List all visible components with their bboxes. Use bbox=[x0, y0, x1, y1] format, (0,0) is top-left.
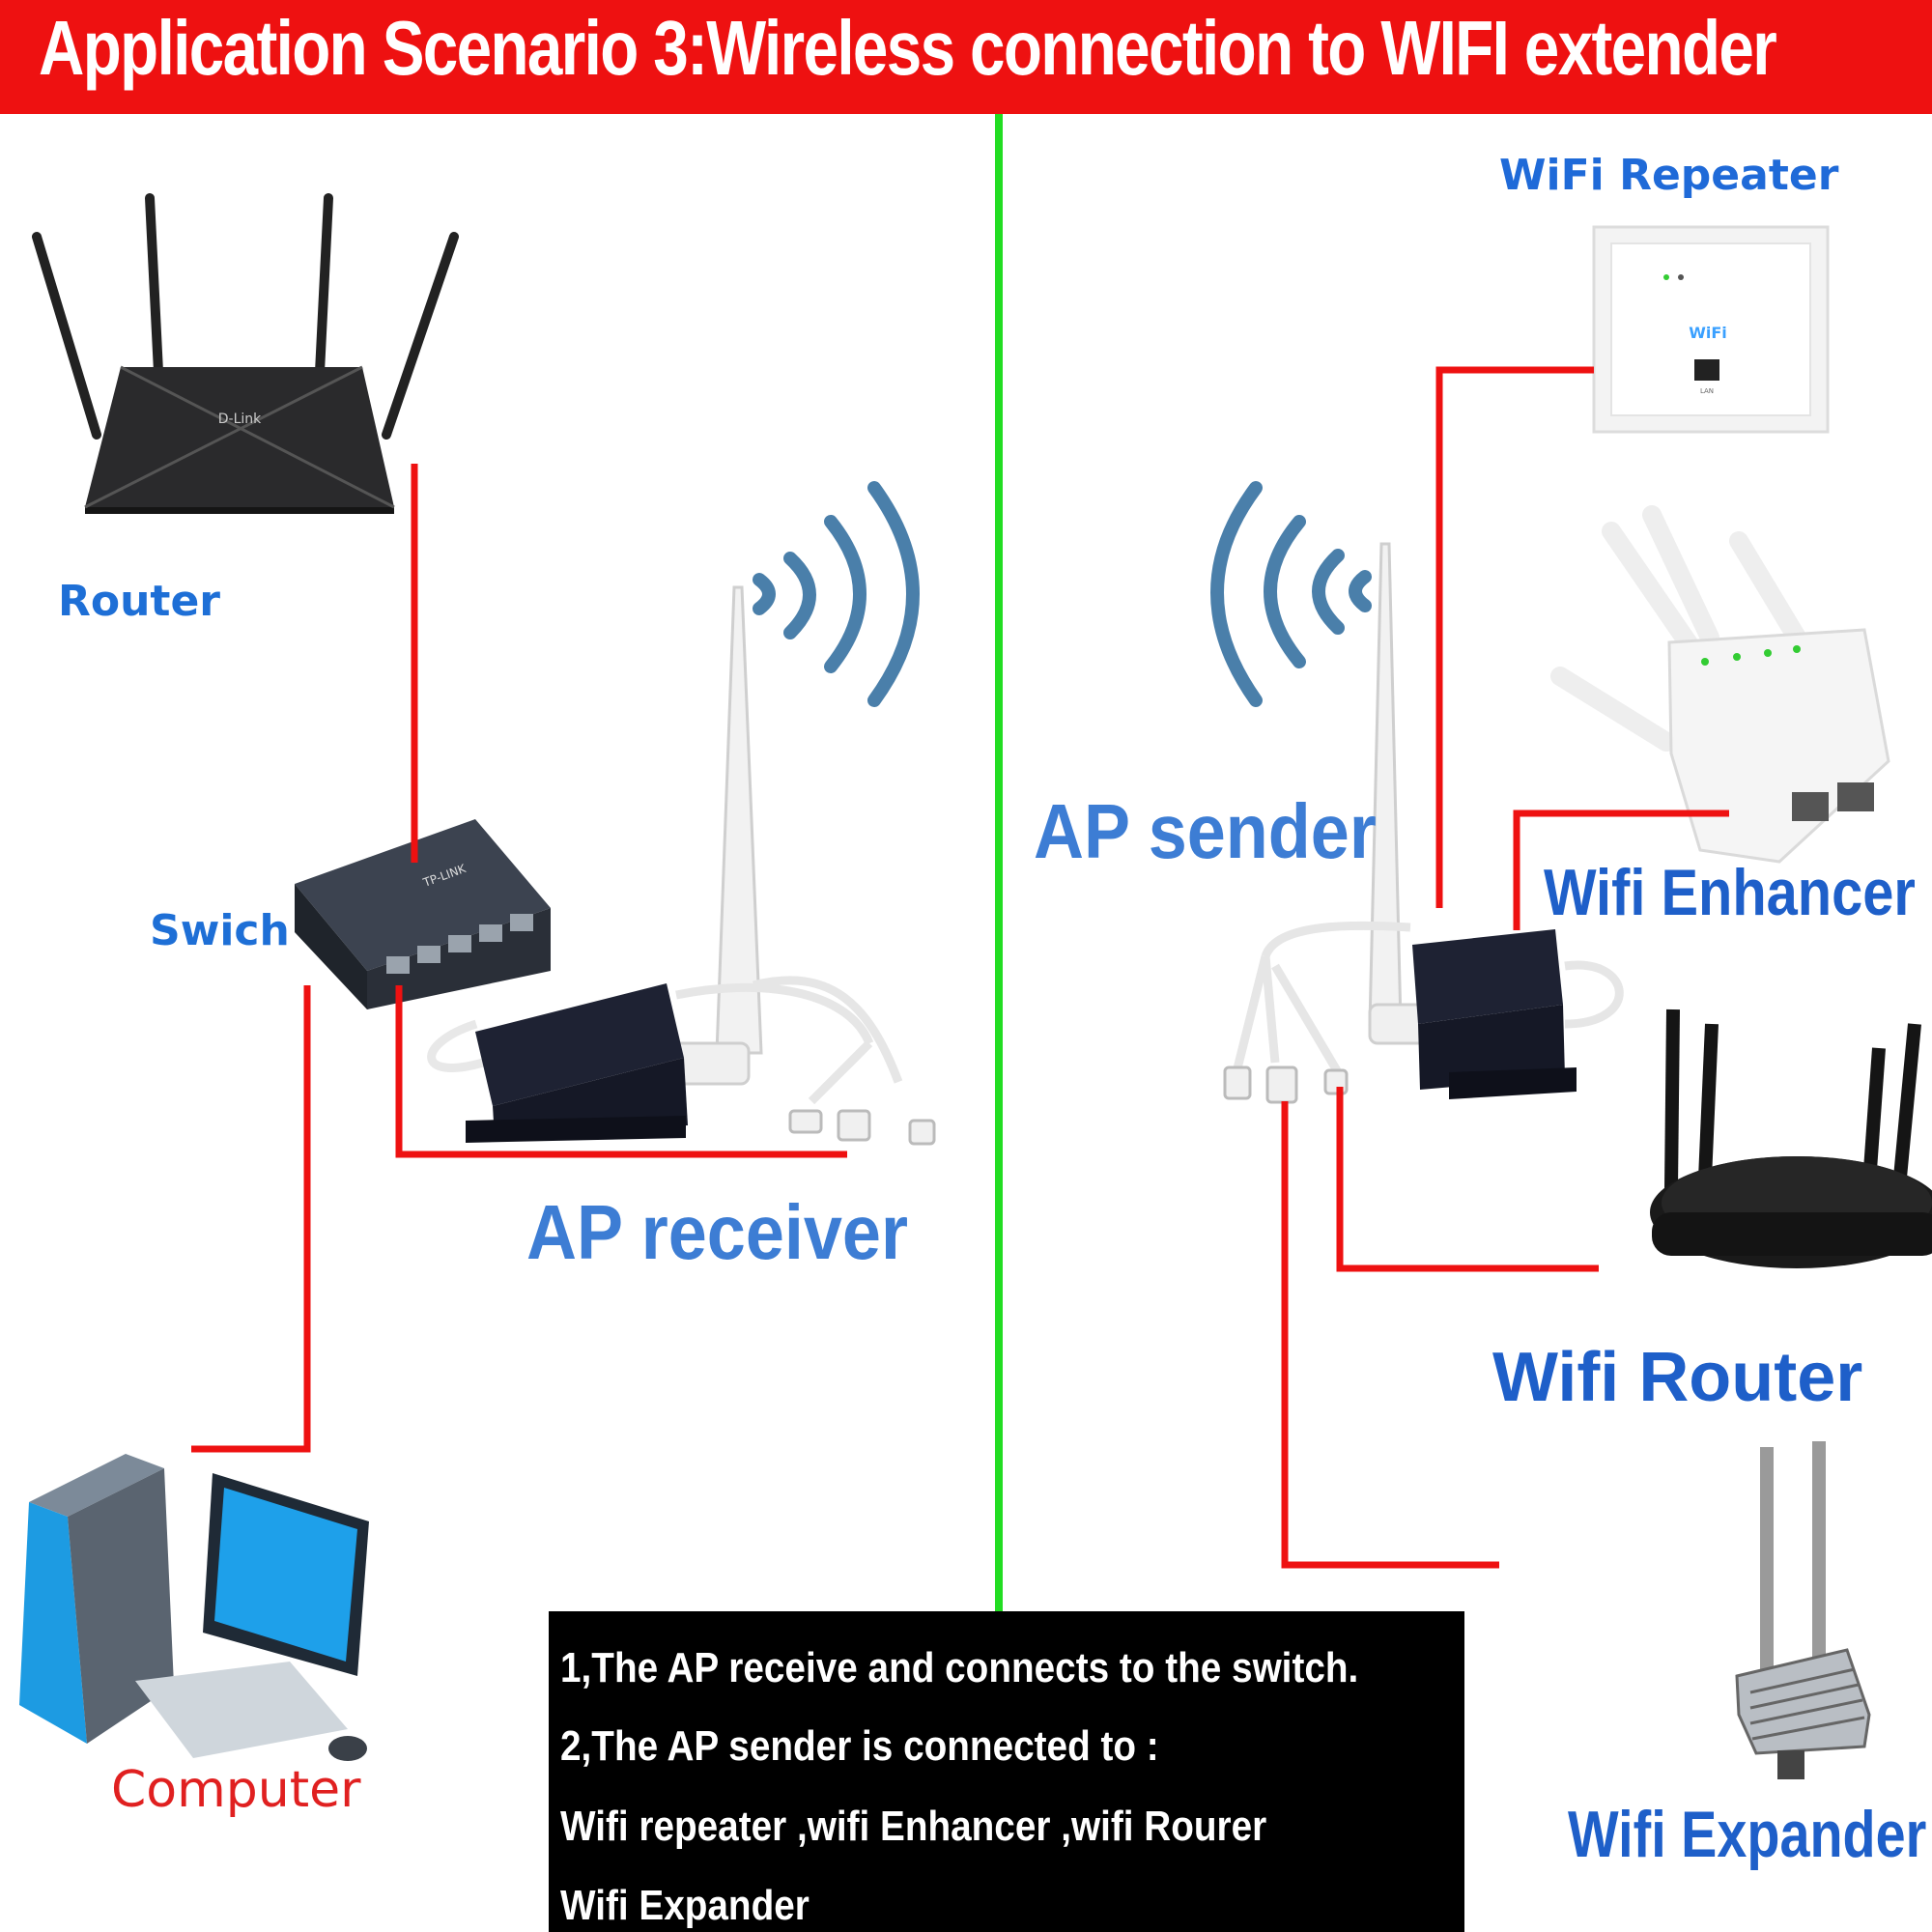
router-icon: D-Link bbox=[32, 193, 459, 514]
wifi-repeater-device: WiFi LAN bbox=[1592, 225, 1830, 434]
ap-receiver-device bbox=[427, 585, 936, 1146]
right-connectors bbox=[1281, 366, 1729, 1569]
router-brand: D-Link bbox=[218, 412, 262, 427]
ap-receiver-label: AP receiver bbox=[526, 1189, 908, 1275]
ap-sender-device bbox=[1223, 542, 1624, 1104]
wifi-router-label: Wifi Router bbox=[1492, 1339, 1863, 1416]
ap-sender-label: AP sender bbox=[1034, 788, 1377, 874]
divider-line bbox=[995, 114, 1003, 1611]
wifi-enhancer-label: Wifi Enhancer bbox=[1544, 856, 1916, 929]
title-banner: Application Scenario 3:Wireless connecti… bbox=[0, 0, 1932, 114]
note-line-4: Wifi Expander bbox=[560, 1882, 810, 1929]
note-line-2: 2,The AP sender is connected to : bbox=[560, 1722, 1159, 1770]
left-connectors bbox=[191, 464, 847, 1453]
wifi-expander-device bbox=[1735, 1441, 1871, 1779]
receiver-signal-icon bbox=[753, 481, 920, 707]
note-line-3: Wifi repeater ,wifi Enhancer ,wifi Roure… bbox=[560, 1803, 1267, 1850]
computer-icon bbox=[19, 1454, 369, 1761]
repeater-screen-text: WiFi bbox=[1689, 324, 1727, 342]
repeater-port-text: LAN bbox=[1700, 387, 1714, 395]
router-label: Router bbox=[58, 577, 221, 626]
wifi-enhancer-device bbox=[1550, 505, 1890, 864]
wifi-repeater-label: WiFi Repeater bbox=[1499, 151, 1839, 200]
page-title: Application Scenario 3:Wireless connecti… bbox=[39, 5, 1777, 91]
switch-icon: TP-LINK bbox=[295, 819, 551, 1009]
sender-signal-icon bbox=[1210, 481, 1372, 707]
switch-label: Swich bbox=[150, 906, 290, 955]
wifi-expander-label: Wifi Expander bbox=[1568, 1798, 1927, 1871]
computer-label: Computer bbox=[111, 1761, 361, 1819]
wifi-router-device bbox=[1650, 1009, 1932, 1268]
notes-panel bbox=[549, 1611, 1464, 1932]
note-line-1: 1,The AP receive and connects to the swi… bbox=[560, 1644, 1359, 1691]
